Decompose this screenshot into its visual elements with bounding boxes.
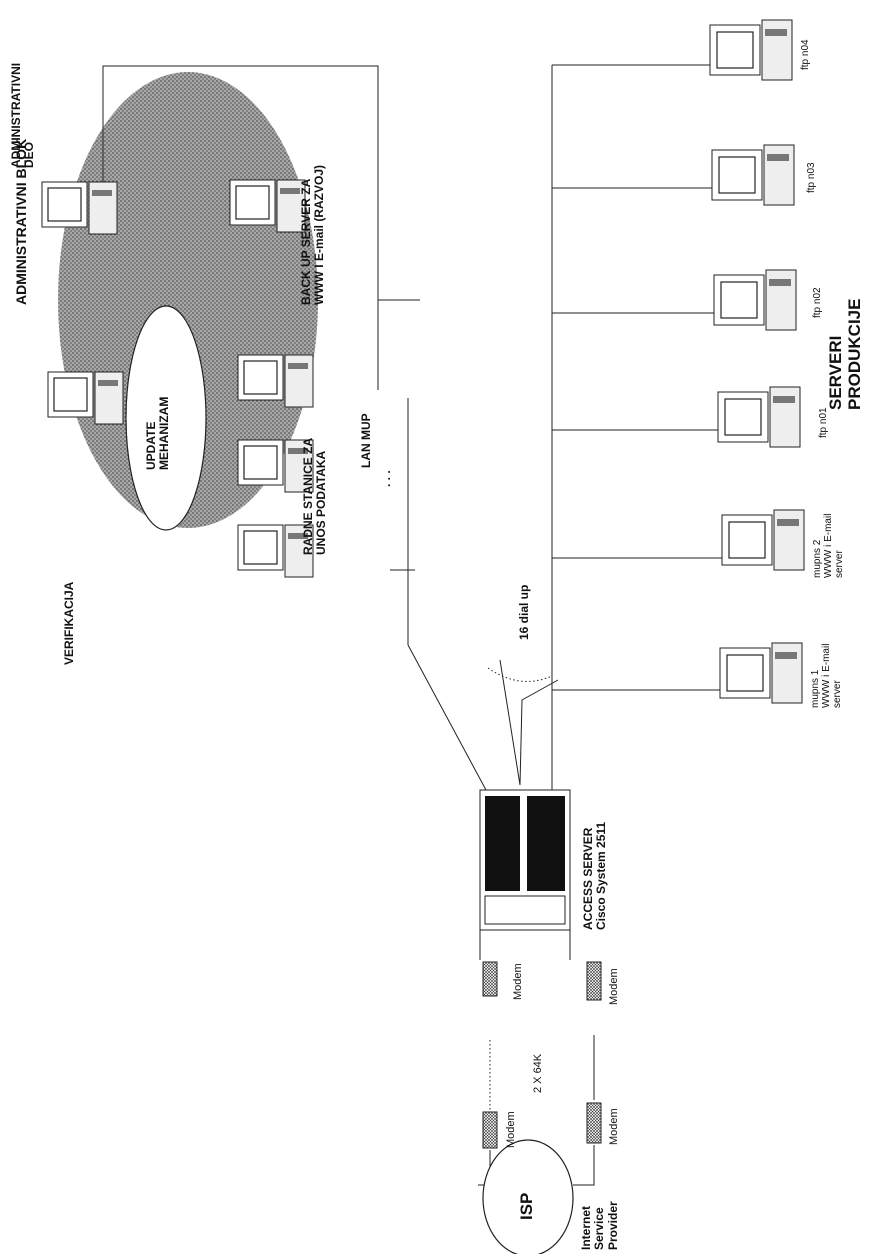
workstation-icon	[48, 372, 123, 424]
dial-up-arc	[488, 668, 552, 681]
workstation-icon	[720, 643, 802, 703]
isp-uplink-bottom	[573, 1145, 594, 1185]
server-label-ftp01: ftp n01	[818, 407, 829, 438]
modem-icon	[483, 1112, 497, 1148]
lan-to-access	[408, 645, 486, 790]
modem-icon	[587, 1103, 601, 1143]
modem-icon	[483, 962, 497, 996]
lan-mup-label: LAN MUP	[360, 413, 373, 468]
verifikacija-label: VERIFIKACIJA	[63, 582, 76, 665]
server-label-ftp04: ftp n04	[800, 39, 811, 70]
workstation-icon	[710, 20, 792, 80]
workstation-icon	[718, 387, 800, 447]
isp-label: ISP	[517, 1193, 536, 1220]
modem-label: Modem	[512, 963, 524, 1000]
modem-label: Modem	[608, 968, 620, 1005]
link-speed-label: 2 X 64K	[532, 1054, 544, 1093]
lan-dots: . . .	[380, 470, 393, 487]
dial-up-label: 16 dial up	[518, 585, 531, 640]
modem-label: Modem	[505, 1111, 517, 1148]
modem-label: Modem	[608, 1108, 620, 1145]
workstation-icon	[238, 355, 313, 407]
workstation-icon	[712, 145, 794, 205]
workstation-icon	[42, 182, 117, 234]
workstation-icon	[230, 180, 305, 232]
modem-icon	[587, 962, 601, 1000]
workstation-icon	[714, 270, 796, 330]
access-server-icon	[480, 790, 570, 930]
dial-up-cone	[500, 660, 558, 785]
workstation-icon	[722, 510, 804, 570]
server-drops	[552, 65, 722, 690]
server-label-ftp02: ftp n02	[812, 287, 823, 318]
server-label-ftp03: ftp n03	[806, 162, 817, 193]
